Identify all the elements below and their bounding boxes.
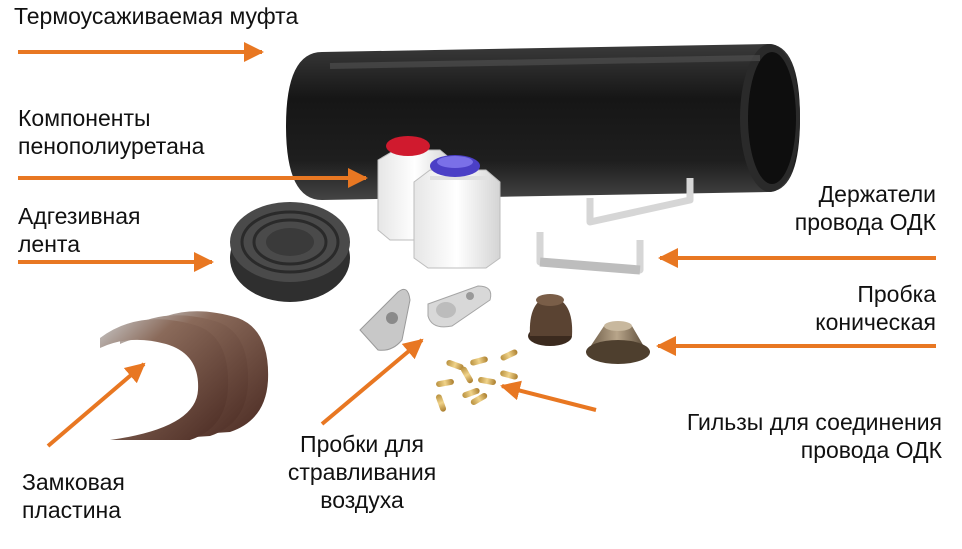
conical-plug-icon <box>528 294 650 364</box>
callout-arrows <box>18 42 936 448</box>
wire-holder-icon <box>536 178 694 275</box>
lock-plate-icon <box>100 311 269 440</box>
label-sleeve: Термоусаживаемая муфта <box>14 3 299 29</box>
adhesive-tape-roll-icon <box>230 202 350 302</box>
label-conical-plug: Пробка коническая <box>815 281 936 335</box>
label-adhesive-tape: Адгезивная лента <box>18 203 141 257</box>
vent-plug-icon <box>359 285 492 351</box>
label-wire-sleeves: Гильзы для соединения провода ОДК <box>686 409 942 463</box>
arrow-crimps <box>500 380 597 412</box>
crimp-sleeve-icon <box>435 349 518 412</box>
arrow-vent <box>320 338 424 426</box>
foam-component-bottles-icon <box>377 136 501 269</box>
label-wire-holders: Держатели провода ОДК <box>794 181 936 235</box>
label-vent-plugs: Пробки для стравливания воздуха <box>287 431 437 513</box>
arrow-lock-plate <box>46 362 146 448</box>
label-lock-plate: Замковая пластина <box>22 469 125 523</box>
label-foam-components: Компоненты пенополиуретана <box>18 105 205 159</box>
